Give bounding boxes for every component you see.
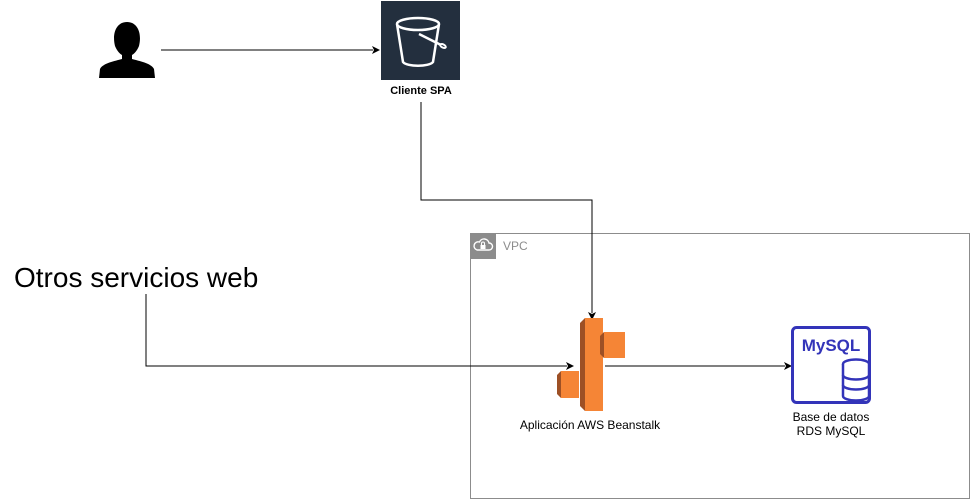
spa-label: Cliente SPA (390, 85, 452, 97)
elastic-beanstalk-icon[interactable] (557, 318, 625, 411)
user-icon[interactable] (99, 20, 155, 78)
otros-servicios-label[interactable]: Otros servicios web (14, 262, 259, 293)
svg-text:MySQL: MySQL (802, 336, 861, 355)
vpc-label: VPC (503, 239, 528, 253)
vpc-cloud-lock-icon (470, 233, 496, 259)
rds-label-line1: Base de datos (792, 410, 870, 424)
rds-mysql-icon[interactable]: MySQL (791, 326, 871, 404)
edge-spa-to-beanstalk (420, 102, 596, 320)
edge-otros-to-beanstalk (145, 294, 574, 370)
beanstalk-label: Aplicación AWS Beanstalk (519, 418, 661, 432)
s3-bucket-icon[interactable] (381, 1, 460, 80)
rds-label-line2: RDS MySQL (796, 424, 866, 438)
edge-user-to-spa (161, 46, 380, 54)
edge-beanstalk-to-rds (605, 362, 792, 370)
